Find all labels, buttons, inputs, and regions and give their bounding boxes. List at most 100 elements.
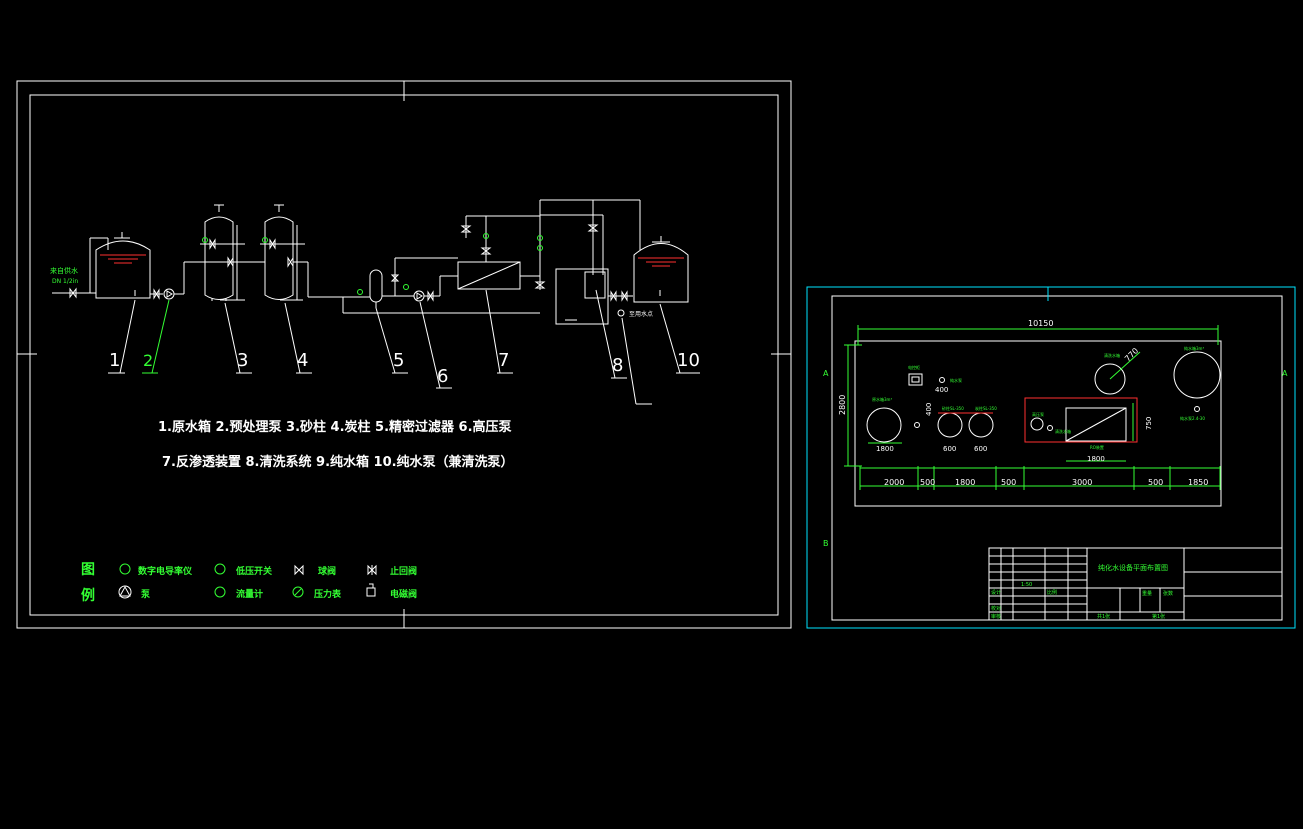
reverse-osmosis-unit: [457, 200, 546, 290]
equipment-label: 纯水泵: [950, 377, 962, 383]
precision-filter: [342, 257, 540, 314]
inlet-label-1: 来自供水: [50, 266, 78, 275]
equipment-label: 纯水泵2.4-30: [1180, 415, 1205, 421]
water-inlet: 来自供水 DN 1/2in: [50, 237, 109, 299]
dimension-text: 400: [925, 403, 933, 416]
ball-valve-icon: [69, 287, 77, 299]
cleaning-tank-plan: 770 清洗水箱: [1094, 346, 1141, 395]
title-cell: 1:50: [1021, 582, 1032, 588]
legend-item: 数字电导率仪: [119, 563, 193, 577]
cleaning-system: 至用水点: [540, 199, 653, 325]
dimension-text: 1850: [1188, 478, 1208, 487]
legend: 图 例 数字电导率仪 低压开关 球阀 止回阀 泵: [81, 562, 417, 604]
equipment-number: 7: [498, 350, 509, 371]
ball-valve-icon: [153, 288, 160, 300]
equipment-number: 2: [143, 351, 153, 370]
dimension-chain-bottom: 2000 500 1800 500 3000 500 1850: [859, 466, 1221, 490]
dimension-text: 2000: [884, 478, 904, 487]
control-cabinet-plan: 电控柜 纯水泵 400 400: [908, 364, 962, 416]
dimension-text: 770: [1123, 346, 1140, 363]
dimension-text: 3000: [1072, 478, 1092, 487]
high-pressure-pump: [413, 275, 458, 302]
dimension-overall: 10150: [857, 319, 1219, 345]
dimension-text: 750: [1145, 417, 1153, 430]
equipment-number: 3: [237, 350, 248, 371]
check-valve-icon: [367, 564, 377, 576]
pressure-gauge-icon: [357, 289, 363, 295]
dimension-text: 10150: [1028, 319, 1053, 328]
ro-unit-plan: 高压泵 清洗水箱 RO装置 750 1800: [1024, 397, 1153, 463]
equipment-numbers: 1 2 3 4 5 6 7 8 10: [109, 350, 700, 387]
dimension-text: 600: [943, 445, 956, 453]
dimension-height: 2800: [838, 344, 862, 467]
centering-marks: [17, 81, 791, 628]
legend-item: 泵: [118, 585, 151, 600]
equipment-label: RO装置: [1090, 444, 1104, 450]
equipment-label: 电控柜: [908, 364, 920, 370]
dimension-text: 1800: [955, 478, 975, 487]
equipment-label: 原水箱3m³: [872, 396, 892, 402]
legend-title-bottom: 例: [81, 587, 95, 604]
dimension-text: 1800: [1087, 455, 1105, 463]
title-cell: 张数: [1163, 590, 1173, 597]
pressure-gauge-icon: [403, 284, 409, 290]
legend-item-label: 电磁阀: [390, 588, 417, 600]
low-pressure-switch-icon: [214, 563, 226, 575]
flowmeter-icon: [214, 586, 226, 598]
title-block: 纯化水设备平面布置图 设计 校对 审核 比例 1:50 共1张 第1张 重量 张…: [988, 547, 1283, 621]
flowmeter-icon: [483, 233, 489, 239]
equipment-number: 10: [677, 350, 700, 371]
grid-letter: A: [823, 369, 829, 378]
sand-column: [200, 204, 265, 301]
pump-icon: [1194, 406, 1200, 412]
layout-sheet-outer-frame: [806, 286, 1296, 629]
legend-item: 流量计: [214, 586, 263, 600]
solenoid-valve-icon: [366, 583, 376, 597]
pure-water-tank: [633, 236, 689, 303]
equipment-label: 纯水箱3m³: [1184, 345, 1204, 351]
dimension-text: 500: [920, 478, 935, 487]
carbon-column: [260, 204, 370, 301]
dimension-text: 500: [1148, 478, 1163, 487]
grid-letter: A: [1282, 369, 1288, 378]
layout-sheet: A A B 10150 2800: [806, 286, 1296, 629]
pressure-gauge-icon: [292, 586, 304, 598]
title-cell: 设计: [991, 589, 1001, 596]
equipment-label: 砂柱SL-350: [942, 405, 964, 411]
leader-lines: [108, 289, 700, 405]
legend-title-top: 图: [81, 562, 95, 578]
equipment-number: 8: [612, 355, 623, 376]
legend-item-label: 球阀: [318, 565, 336, 577]
pretreatment-pump: [150, 261, 205, 300]
title-cell: 共1张: [1097, 613, 1110, 620]
pump-icon: [914, 422, 920, 428]
legend-item-label: 压力表: [314, 588, 342, 600]
legend-item: 止回阀: [367, 564, 417, 577]
equipment-caption-line-2: 7.反渗透装置 8.清洗系统 9.纯水箱 10.纯水泵（兼清洗泵）: [162, 454, 514, 470]
dimension-text: 500: [1001, 478, 1016, 487]
dimension-text: 1800: [876, 445, 894, 453]
conductivity-meter-icon: [537, 235, 543, 241]
pump-icon: [1047, 425, 1053, 431]
equipment-number: 4: [297, 350, 308, 371]
legend-item-label: 止回阀: [390, 565, 417, 577]
inlet-label-2: DN 1/2in: [52, 278, 78, 285]
equipment-label: 清洗水箱: [1055, 428, 1071, 434]
dimension-text: 2800: [838, 395, 847, 415]
grid-letter: B: [823, 539, 829, 548]
flowmeter-icon: [537, 245, 543, 251]
ball-valve-icon: [294, 564, 304, 576]
title-cell: 审核: [991, 613, 1001, 620]
room-outline: [854, 340, 1222, 507]
dimension-text: 400: [935, 386, 948, 394]
pressure-gauge-icon: [262, 237, 268, 243]
process-sheet: 来自供水 DN 1/2in: [16, 80, 792, 629]
legend-item-label: 低压开关: [235, 565, 272, 577]
title-cell: 第1张: [1152, 613, 1165, 620]
outlet-label: 至用水点: [629, 310, 653, 318]
legend-item: 电磁阀: [366, 583, 417, 600]
equipment-number: 1: [109, 350, 120, 371]
equipment-number: 5: [393, 350, 404, 371]
title-cell: 校对: [991, 605, 1001, 612]
